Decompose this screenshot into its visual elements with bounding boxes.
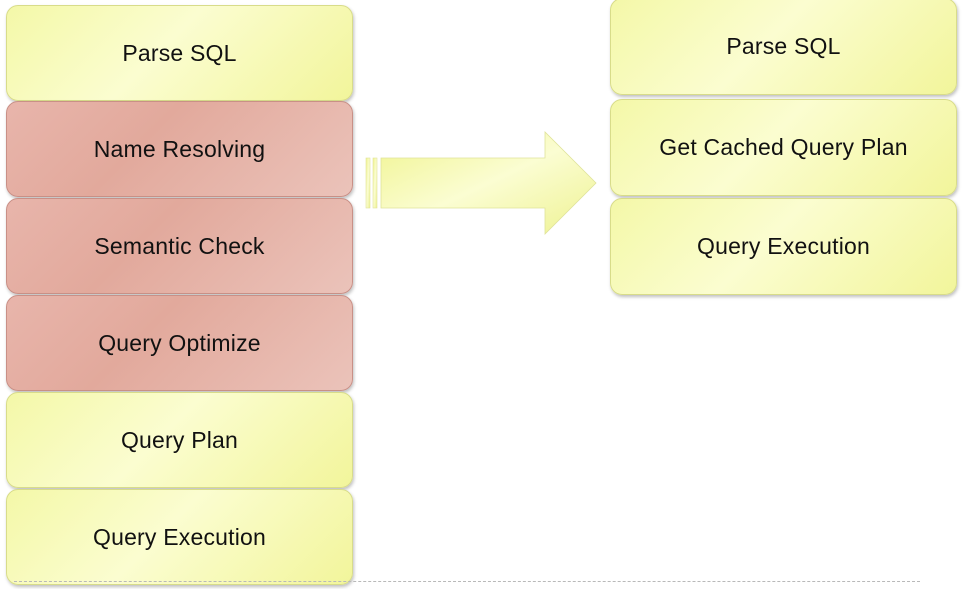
dashed-divider [14, 581, 920, 582]
right-step-label: Query Execution [696, 233, 871, 259]
left-step-parse-sql: Parse SQL [6, 5, 353, 101]
left-step-label: Parse SQL [122, 39, 237, 66]
left-step-label: Query Execution [92, 523, 267, 550]
left-step-label: Query Plan [120, 426, 239, 453]
left-step-query-plan: Query Plan [6, 392, 353, 488]
left-step-semantic-check: Semantic Check [6, 198, 353, 294]
left-step-name-resolving: Name Resolving [6, 101, 353, 197]
left-step-query-optimize: Query Optimize [6, 295, 353, 391]
right-arrow-icon [365, 131, 597, 235]
left-step-label: Semantic Check [94, 232, 265, 259]
left-step-query-execution: Query Execution [6, 489, 353, 585]
right-step-label: Get Cached Query Plan [659, 134, 908, 160]
left-step-label: Query Optimize [98, 329, 261, 356]
right-step-label: Parse SQL [726, 33, 841, 59]
left-step-label: Name Resolving [93, 135, 266, 162]
right-step-get-cached-query-plan: Get Cached Query Plan [610, 99, 957, 196]
right-step-query-execution: Query Execution [610, 198, 957, 295]
right-step-parse-sql: Parse SQL [610, 0, 957, 95]
